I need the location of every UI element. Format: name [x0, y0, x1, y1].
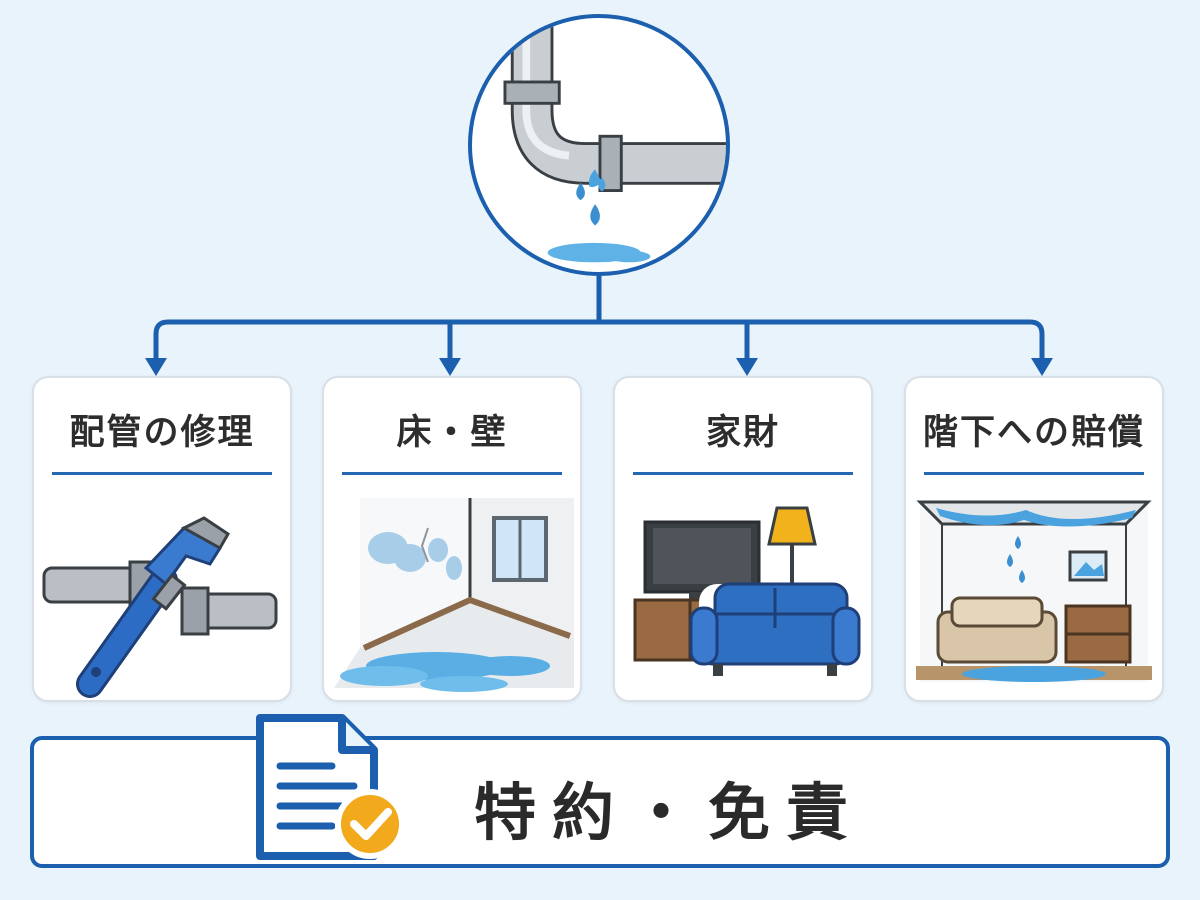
title-underline	[924, 472, 1144, 475]
category-card-floor-wall: 床・壁	[322, 376, 582, 702]
ceiling-leak-room-icon	[906, 488, 1162, 698]
special-terms-banner: 特約・免責	[30, 736, 1170, 868]
banner-title: 特約・免責	[474, 776, 865, 849]
category-card-pipe-repair: 配管の修理	[32, 376, 292, 702]
document-check-icon	[246, 714, 416, 866]
furniture-icon	[615, 488, 871, 698]
category-title: 家財	[705, 413, 780, 453]
title-underline	[52, 472, 272, 475]
wrench-on-pipe-icon	[34, 488, 290, 698]
title-underline	[633, 472, 853, 475]
category-card-downstairs-liability: 階下への賠償	[904, 376, 1164, 702]
title-underline	[342, 472, 562, 475]
leaking-pipe-icon	[503, 18, 726, 263]
category-card-household-goods: 家財	[613, 376, 873, 702]
category-title: 床・壁	[396, 413, 508, 453]
leaking-pipe-circle	[468, 14, 730, 276]
water-damaged-room-icon	[324, 488, 580, 698]
category-title: 階下への賠償	[922, 413, 1145, 453]
category-title: 配管の修理	[69, 413, 255, 453]
